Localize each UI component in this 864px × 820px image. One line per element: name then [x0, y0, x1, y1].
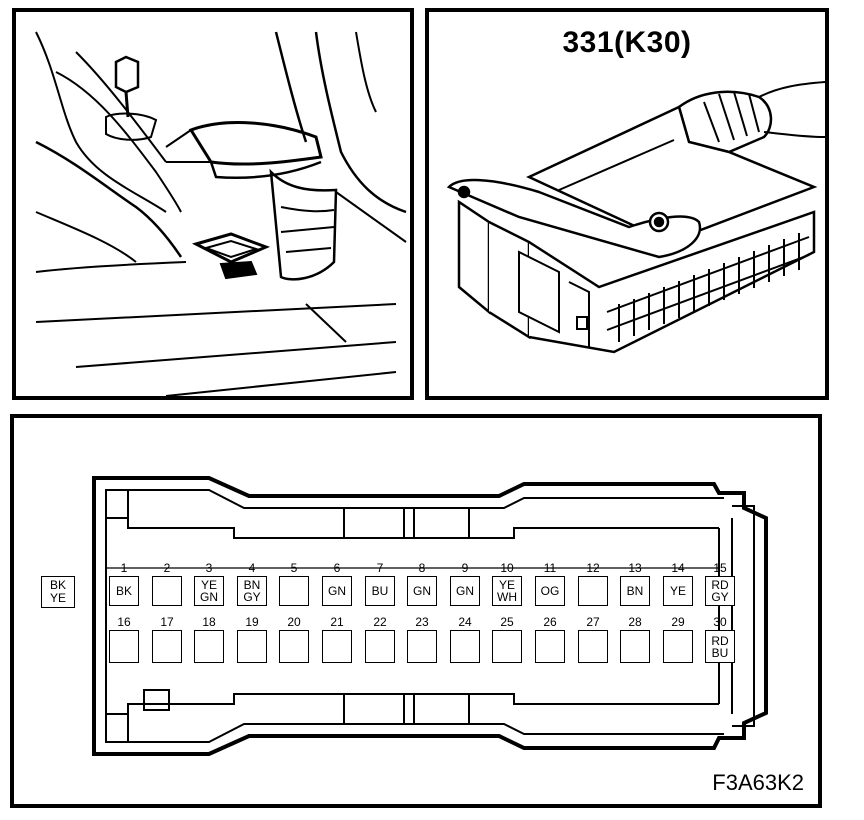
pin-cavity — [279, 576, 309, 606]
pin-number: 2 — [163, 561, 171, 575]
pin-cavity — [237, 630, 267, 663]
pin-number: 22 — [373, 615, 387, 629]
pin-number: 27 — [586, 615, 600, 629]
wire-color-line1: BN — [626, 584, 644, 598]
pin-number: 17 — [160, 615, 174, 629]
wire-color-line2: GY — [243, 590, 261, 604]
console-illustration-panel — [12, 8, 414, 400]
wire-color-line1: YE — [200, 578, 217, 592]
pin-cavity — [663, 630, 693, 663]
console-location-illustration — [35, 31, 407, 396]
pin-number: 3 — [205, 561, 213, 575]
pin-number: 30 — [713, 615, 727, 629]
pin-cavity: GN — [407, 576, 437, 606]
pin-number: 8 — [418, 561, 426, 575]
pin-number: 4 — [248, 561, 256, 575]
pin-number: 21 — [330, 615, 344, 629]
pin-number: 25 — [500, 615, 514, 629]
wire-color-line2: BU — [711, 645, 729, 660]
pin-cavity — [492, 630, 522, 663]
pin-number: 23 — [415, 615, 429, 629]
pin-number: 20 — [287, 615, 301, 629]
pin-cavity: BK — [109, 576, 139, 606]
wire-color-line2: GY — [711, 590, 729, 604]
pin-cavity: OG — [535, 576, 565, 606]
pin-cavity — [578, 576, 608, 606]
pin-number: 16 — [117, 615, 131, 629]
wire-color-line1: RD — [711, 633, 729, 648]
pin-cavity — [620, 630, 650, 663]
pin-number: 10 — [500, 561, 514, 575]
wire-color-line1: GN — [328, 584, 346, 598]
pin-number: 26 — [543, 615, 557, 629]
pin-number: 12 — [586, 561, 600, 575]
wire-color-line2: WH — [497, 590, 517, 604]
pin-number: 24 — [458, 615, 472, 629]
wire-color-line1: GN — [413, 584, 431, 598]
pin-number: 13 — [628, 561, 642, 575]
wire-color-line2: GN — [200, 590, 218, 604]
pin-1-wire-color-callout: BK YE — [41, 576, 75, 608]
wire-color-line1: BK — [115, 584, 132, 598]
wire-color-line1: GN — [456, 584, 474, 598]
pin-cavity — [152, 576, 182, 606]
wire-color-line1: BU — [371, 584, 389, 598]
pin-cavity — [407, 630, 437, 663]
pin-number: 15 — [713, 561, 727, 575]
pin-number: 1 — [120, 561, 128, 575]
pin-cavity — [578, 630, 608, 663]
wire-color-line1: YE — [498, 578, 515, 592]
pin-cavity: YE — [663, 576, 693, 606]
pin-cavity — [109, 630, 139, 663]
pin-cavity — [152, 630, 182, 663]
pin-cavity — [279, 630, 309, 663]
pin-number: 9 — [461, 561, 469, 575]
pin-cavity — [322, 630, 352, 663]
pin-cavity — [535, 630, 565, 663]
pin-cavity — [194, 630, 224, 663]
pin-number: 28 — [628, 615, 642, 629]
pin-number: 29 — [671, 615, 685, 629]
pin-cavity: BU — [365, 576, 395, 606]
connector-title: 331(K30) — [562, 26, 692, 59]
pin-cavity: BN — [620, 576, 650, 606]
pin-cavity: GN — [450, 576, 480, 606]
pin-number: 19 — [245, 615, 259, 629]
pin-number: 6 — [333, 561, 341, 575]
pin-number: 7 — [376, 561, 384, 575]
side-label-line1: BK — [49, 578, 66, 592]
wire-color-line1: RD — [711, 578, 729, 592]
pin-number: 11 — [543, 561, 557, 575]
connector-plug-illustration — [446, 81, 825, 354]
figure-code: F3A63K2 — [712, 770, 804, 795]
connector-illustration-panel: 331(K30) — [425, 8, 829, 400]
side-label-line2: YE — [49, 591, 66, 605]
wire-color-line1: YE — [669, 584, 686, 598]
pin-cavity — [365, 630, 395, 663]
pin-number: 5 — [290, 561, 298, 575]
pin-number: 18 — [202, 615, 216, 629]
connector-face-outline — [92, 476, 768, 756]
wire-color-line1: OG — [540, 584, 560, 598]
wire-color-line1: BN — [243, 578, 261, 592]
pin-cavity: GN — [322, 576, 352, 606]
pin-number: 14 — [671, 561, 685, 575]
pin-cavity — [450, 630, 480, 663]
